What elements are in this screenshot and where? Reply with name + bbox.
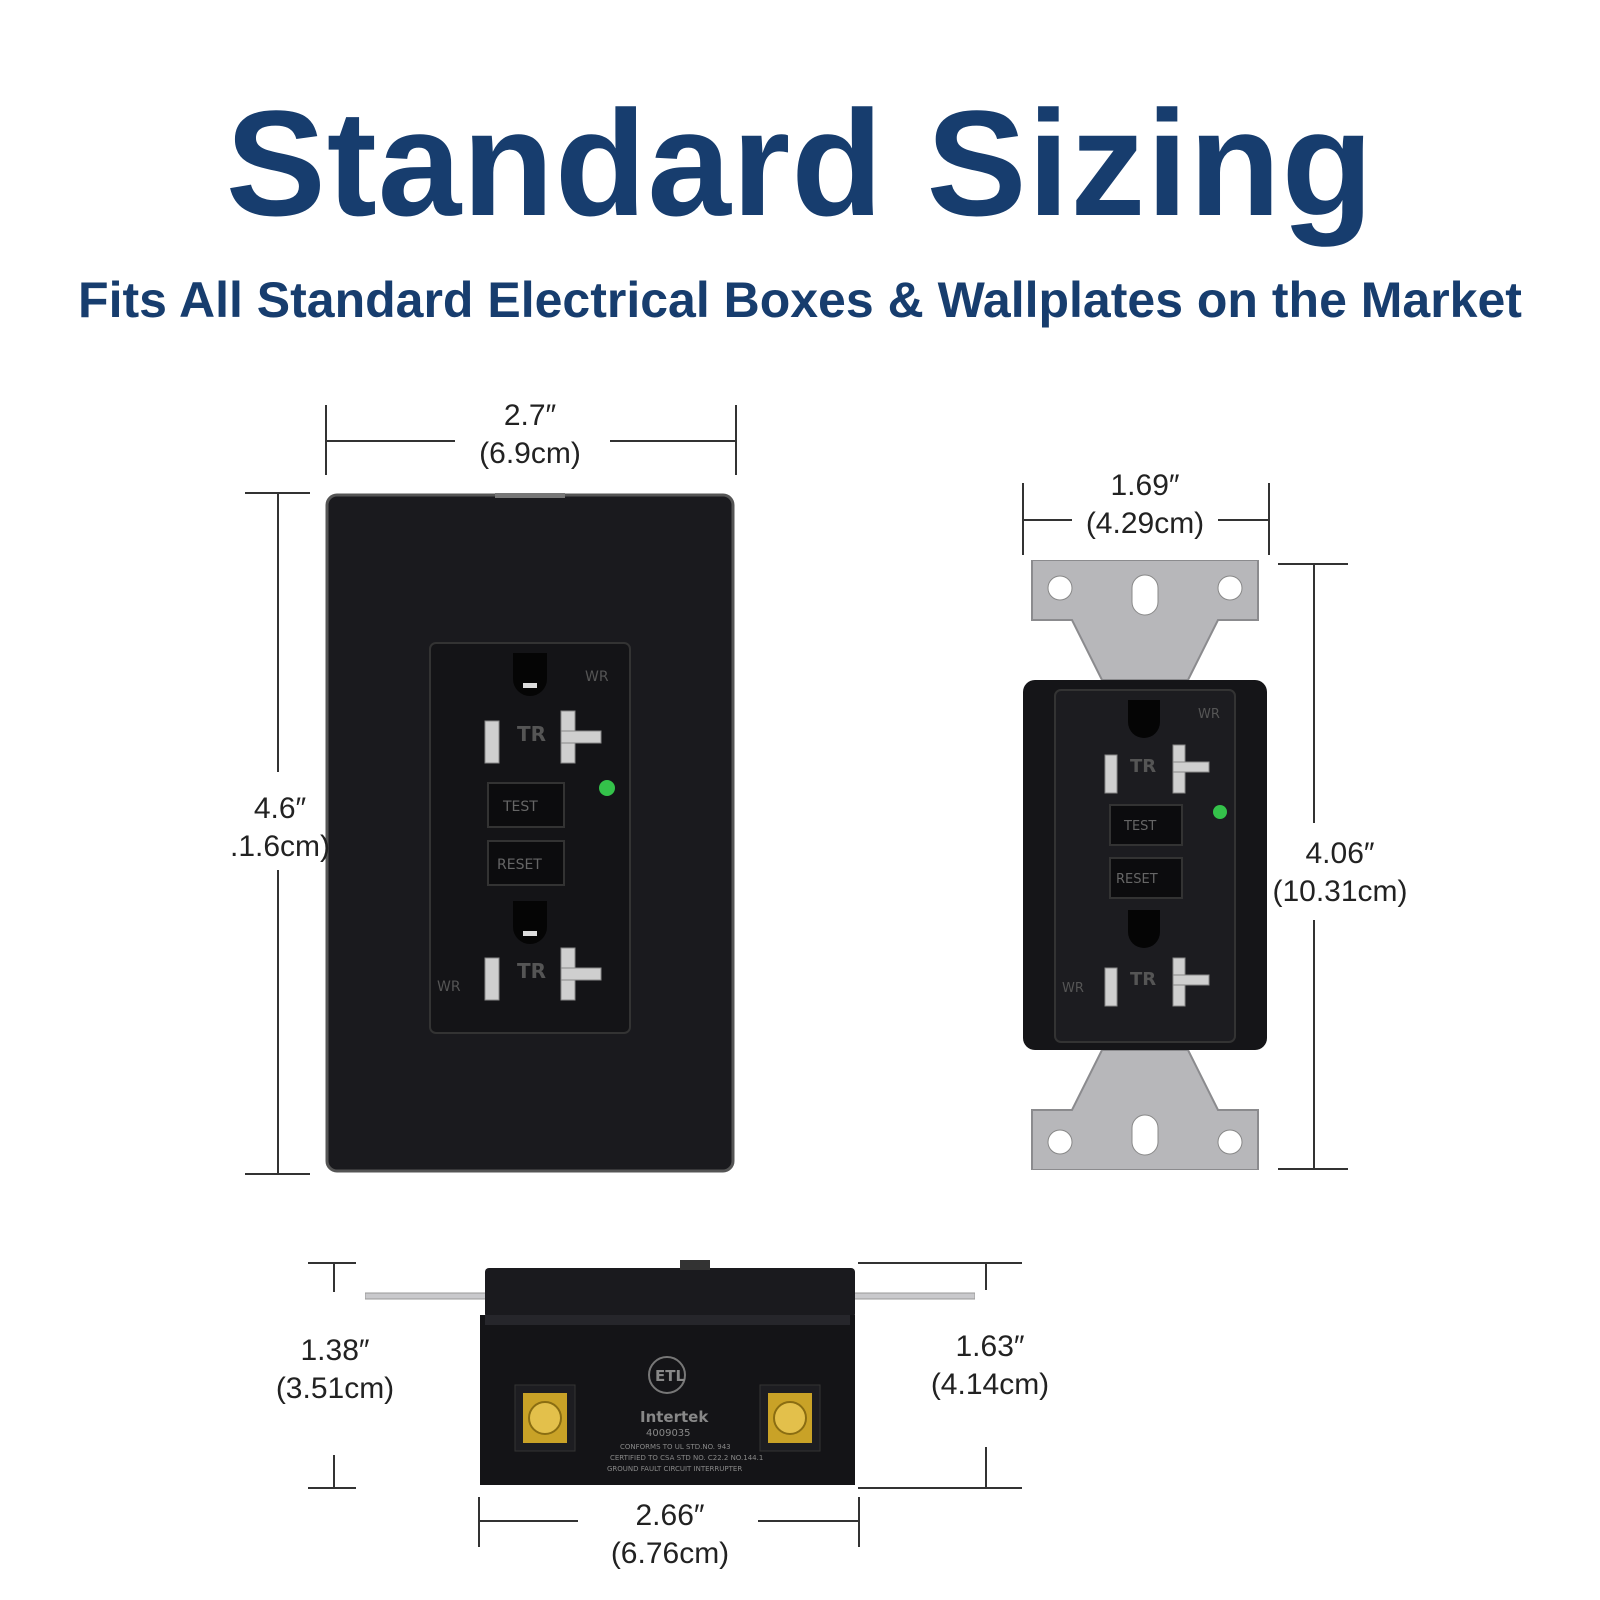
- tr-mark: TR: [517, 722, 546, 746]
- dim-line: [325, 440, 455, 442]
- body-depth-label: 1.38″ (3.51cm): [275, 1334, 395, 1405]
- outlet-svg: TR WR TEST RESET TR WR: [1023, 559, 1267, 1171]
- svg-text:WR: WR: [1062, 981, 1084, 996]
- dim-line: [1022, 519, 1072, 521]
- outlet-diagram: TR WR TEST RESET TR WR: [1020, 559, 1270, 1171]
- svg-text:CONFORMS TO UL STD.NO. 943: CONFORMS TO UL STD.NO. 943: [620, 1443, 731, 1451]
- svg-text:4009035: 4009035: [646, 1428, 691, 1439]
- dim-tick: [308, 1487, 356, 1489]
- dim-tick: [735, 405, 737, 475]
- dim-tick: [1268, 483, 1270, 555]
- svg-text:RESET: RESET: [1116, 872, 1158, 887]
- svg-text:TR: TR: [1130, 756, 1156, 777]
- dim-line: [758, 1520, 858, 1522]
- svg-text:CERTIFIED TO CSA STD NO. C22.2: CERTIFIED TO CSA STD NO. C22.2 NO.144.1: [610, 1454, 763, 1462]
- dim-line: [277, 870, 279, 1173]
- dim-line: [1218, 519, 1268, 521]
- plate-width-label: 2.7″ (6.9cm): [479, 399, 581, 470]
- dim-tick: [478, 1497, 480, 1547]
- page-title: Standard Sizing: [225, 79, 1375, 247]
- cert-mark: ETL: [655, 1367, 685, 1385]
- dim-tick: [308, 1262, 356, 1264]
- dim-line: [333, 1455, 335, 1487]
- dim-line: [1313, 920, 1315, 1168]
- dim-line: [610, 440, 735, 442]
- dim-tick: [858, 1487, 1022, 1489]
- dim-tick: [858, 1262, 1022, 1264]
- svg-text:TR: TR: [1130, 969, 1156, 990]
- dim-tick: [1278, 1168, 1348, 1170]
- total-depth-label: 1.63″ (4.14cm): [930, 1330, 1050, 1401]
- intertek-mark: Intertek: [640, 1408, 709, 1426]
- dim-line: [985, 1447, 987, 1487]
- svg-text:TR: TR: [517, 959, 546, 983]
- outlet-width-label: 1.69″ (4.29cm): [1085, 469, 1205, 540]
- plate-height-label: 4.6″ .1.6cm): [229, 792, 331, 863]
- dim-tick: [858, 1497, 860, 1547]
- svg-text:TEST: TEST: [1123, 819, 1156, 834]
- wallplate-diagram: TR WR TEST RESET TR WR: [325, 493, 735, 1173]
- outlet-height-label: 4.06″ (10.31cm): [1272, 837, 1408, 908]
- body-width-label: 2.66″ (6.76cm): [610, 1499, 730, 1570]
- wr-mark: WR: [585, 669, 609, 685]
- dim-line: [478, 1520, 578, 1522]
- side-view-svg: ETL Intertek 4009035 CONFORMS TO UL STD.…: [364, 1260, 976, 1485]
- test-mark: TEST: [502, 799, 538, 815]
- reset-mark: RESET: [497, 857, 542, 873]
- dim-line: [333, 1262, 335, 1292]
- side-view-diagram: ETL Intertek 4009035 CONFORMS TO UL STD.…: [364, 1260, 976, 1490]
- dim-line: [985, 1262, 987, 1290]
- dim-line: [277, 492, 279, 772]
- page-subtitle: Fits All Standard Electrical Boxes & Wal…: [78, 272, 1522, 328]
- svg-text:WR: WR: [1198, 707, 1220, 722]
- wallplate-svg: TR WR TEST RESET TR WR: [325, 493, 735, 1173]
- dim-tick: [245, 1173, 310, 1175]
- svg-text:GROUND FAULT CIRCUIT INTERRUPT: GROUND FAULT CIRCUIT INTERRUPTER: [607, 1465, 742, 1473]
- svg-text:WR: WR: [437, 979, 461, 995]
- dim-line: [1313, 563, 1315, 823]
